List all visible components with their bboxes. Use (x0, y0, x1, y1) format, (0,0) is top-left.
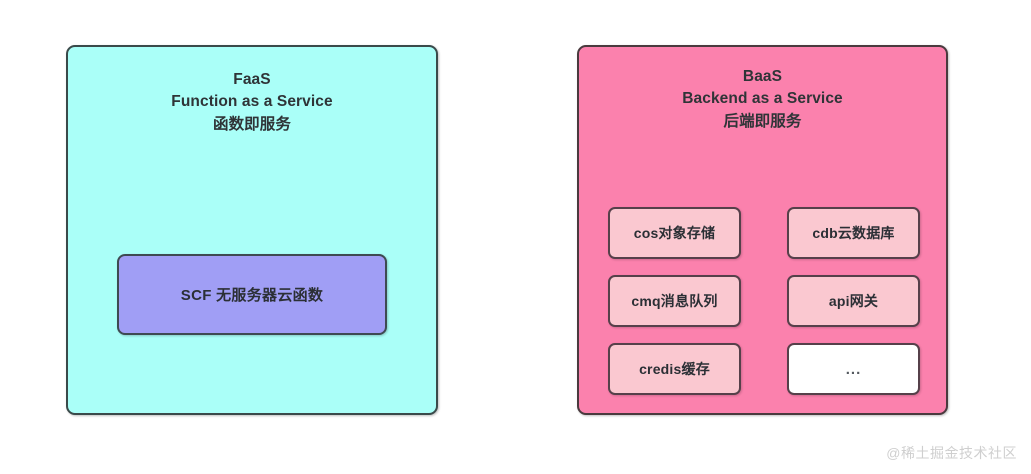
service-box-label: cos对象存储 (633, 225, 716, 241)
baas-chinese-name: 后端即服务 (723, 112, 802, 130)
baas-panel: BaaS Backend as a Service 后端即服务 cos对象存储 … (577, 45, 948, 415)
service-box-label: cdb云数据库 (812, 225, 895, 241)
scf-box-label: SCF 无服务器云函数 (180, 287, 324, 304)
service-box-cmq[interactable]: cmq消息队列 (608, 275, 741, 327)
faas-panel: FaaS Function as a Service 函数即服务 SCF 无服务… (66, 45, 438, 415)
service-box-label: cmq消息队列 (631, 293, 718, 309)
scf-box[interactable]: SCF 无服务器云函数 (117, 254, 387, 335)
service-box-cos[interactable]: cos对象存储 (608, 207, 741, 259)
service-box-label: credis缓存 (639, 361, 710, 377)
faas-full-name: Function as a Service (171, 93, 333, 111)
service-box-api[interactable]: api网关 (787, 275, 920, 327)
service-box-label: ... (845, 360, 862, 378)
faas-abbreviation: FaaS (233, 71, 271, 88)
baas-abbreviation: BaaS (742, 68, 783, 85)
faas-panel-header: FaaS Function as a Service 函数即服务 (68, 69, 436, 136)
service-box-label: api网关 (828, 293, 879, 309)
service-box-cdb[interactable]: cdb云数据库 (787, 207, 920, 259)
service-box-more[interactable]: ... (787, 343, 920, 395)
baas-full-name: Backend as a Service (682, 90, 843, 108)
faas-chinese-name: 函数即服务 (212, 115, 291, 133)
watermark: @稀土掘金技术社区 (886, 445, 1017, 461)
baas-panel-header: BaaS Backend as a Service 后端即服务 (579, 66, 946, 133)
baas-service-grid: cos对象存储 cdb云数据库 cmq消息队列 api网关 credis缓存 .… (608, 207, 920, 395)
service-box-credis[interactable]: credis缓存 (608, 343, 741, 395)
